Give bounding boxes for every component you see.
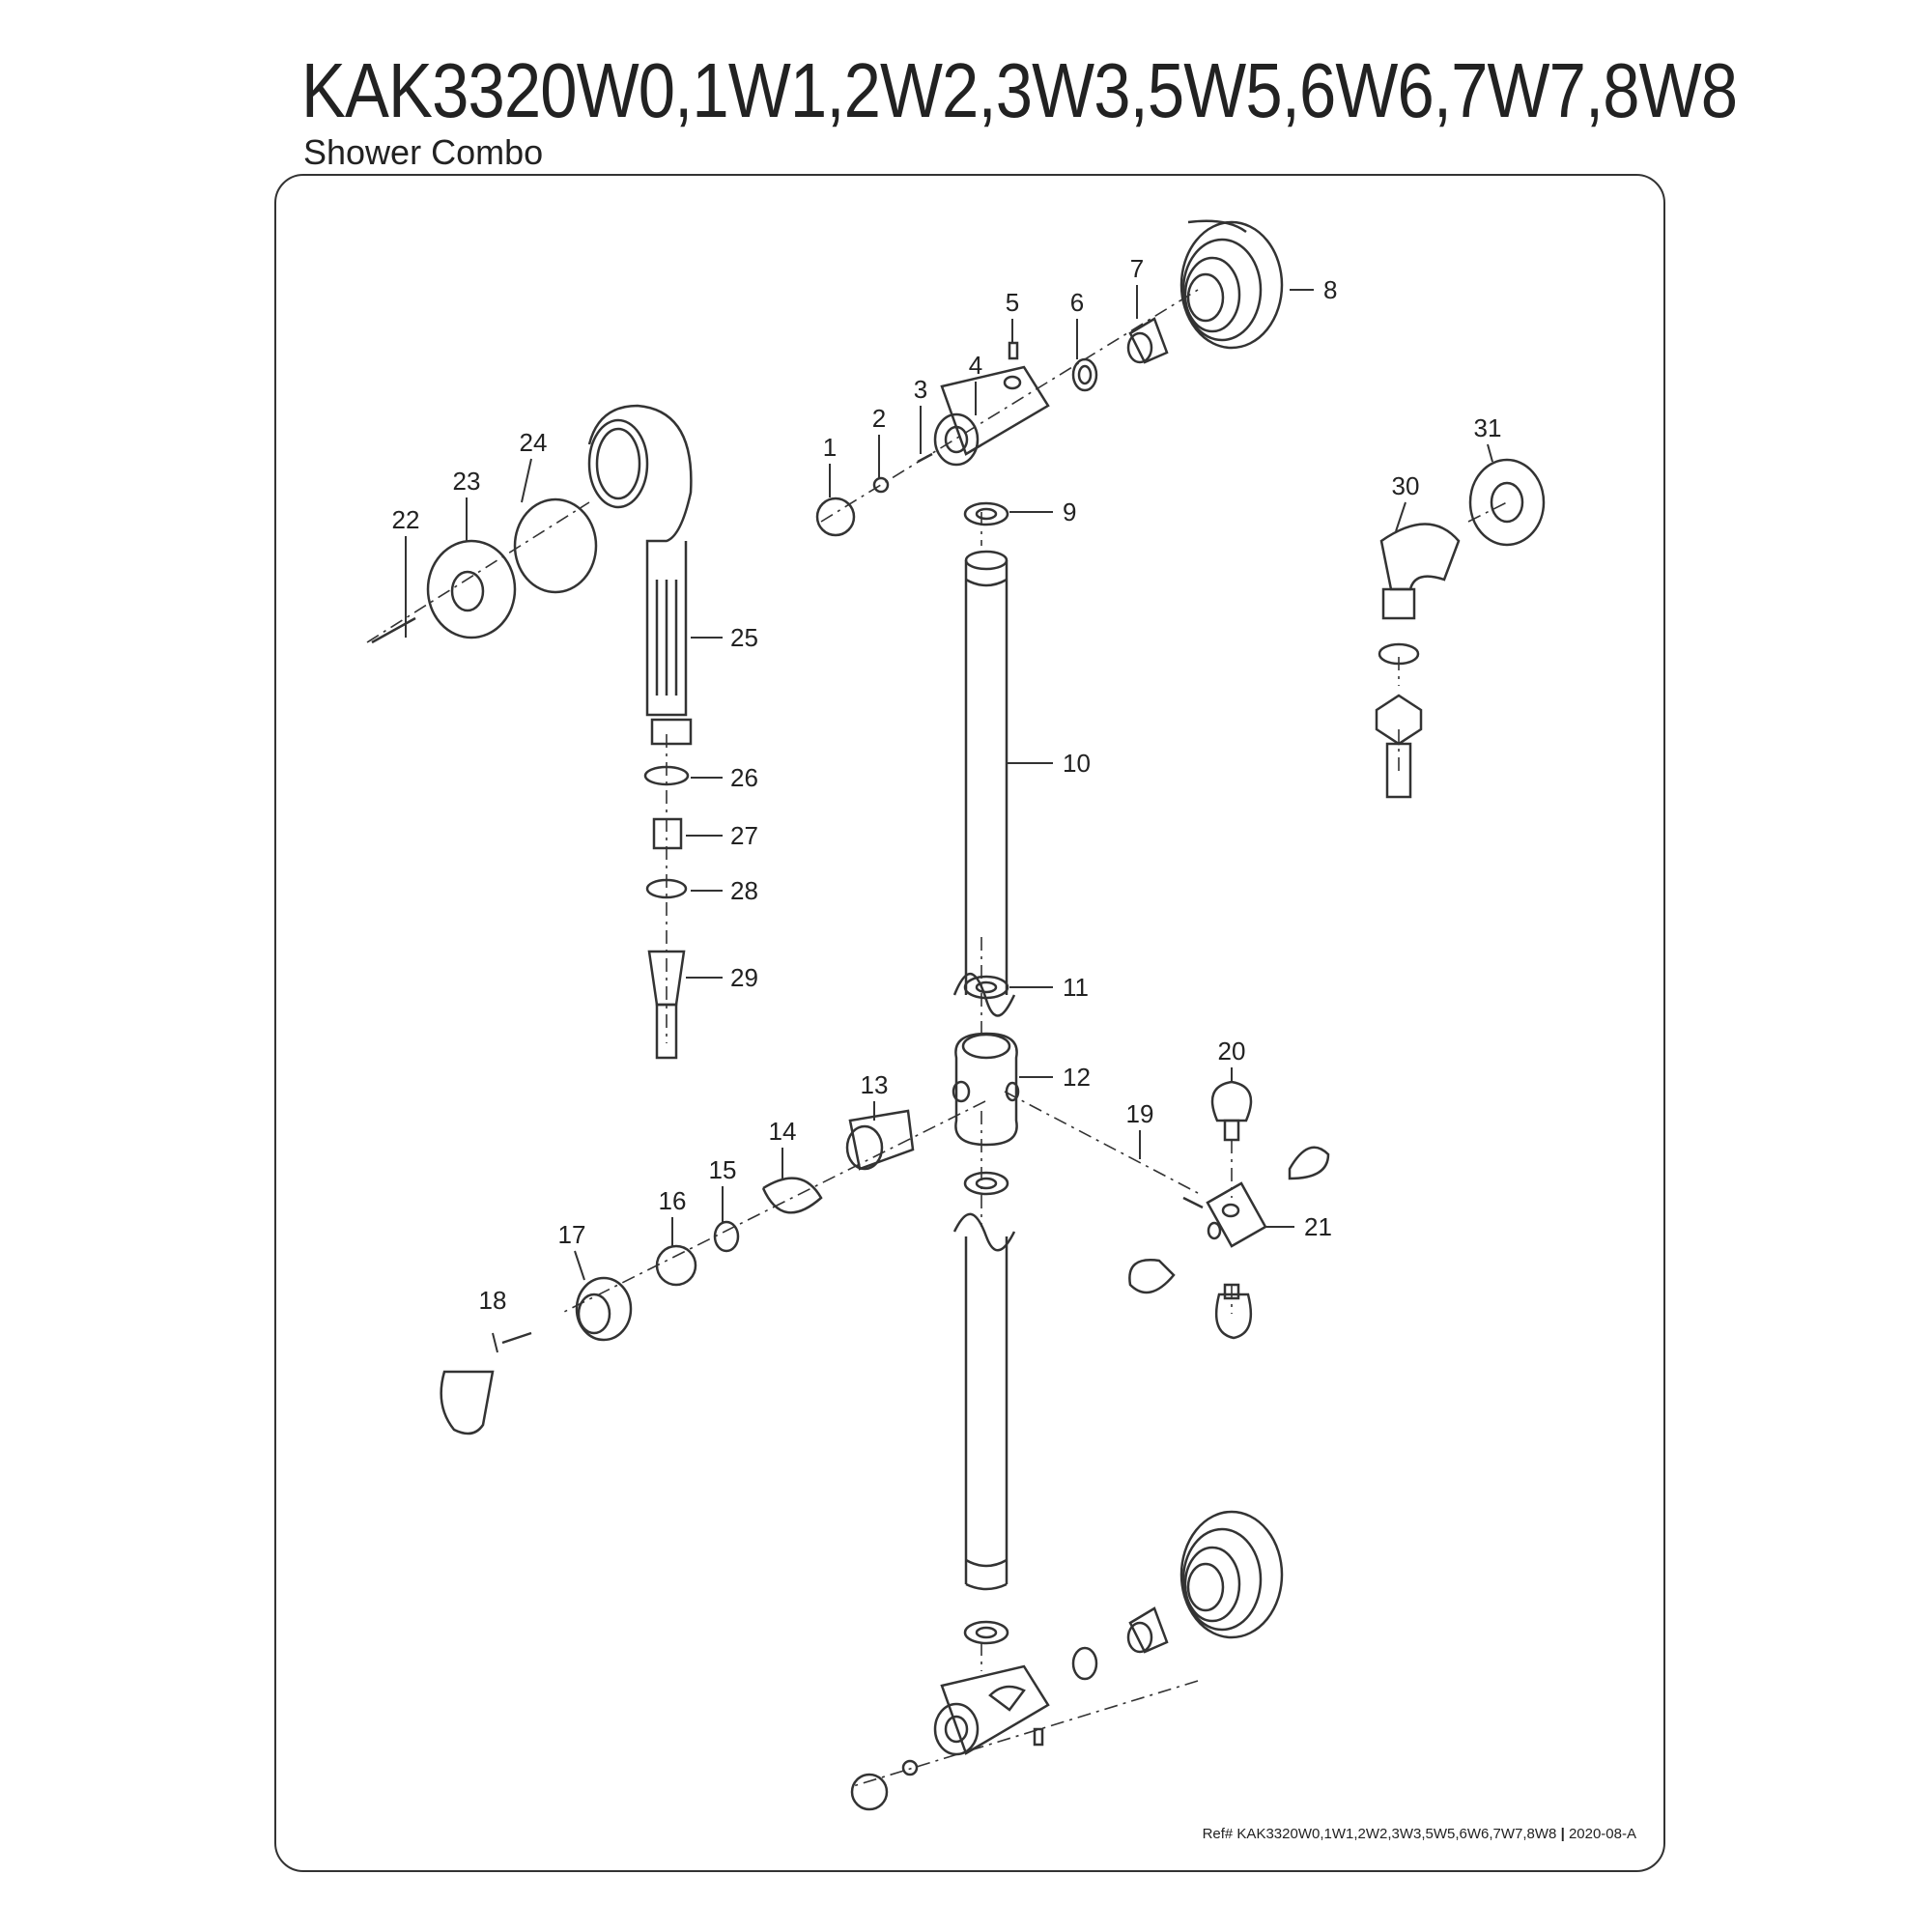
diagram-frame: [274, 174, 1665, 1872]
callout-25: 25: [730, 623, 758, 652]
shower-head: [371, 404, 693, 1060]
callout-24: 24: [520, 428, 548, 457]
callout-3: 3: [914, 375, 927, 404]
callout-8: 8: [1323, 275, 1337, 304]
callout-14: 14: [769, 1117, 797, 1146]
callout-26: 26: [730, 763, 758, 792]
slider-parts: [440, 1109, 915, 1435]
small-parts-bottom: [850, 1171, 1169, 1811]
callout-12: 12: [1063, 1063, 1091, 1092]
axis-lines: [366, 289, 1508, 1788]
callout-28: 28: [730, 876, 758, 905]
pipe-upper: [952, 550, 1016, 1017]
pipe-lower: [952, 1212, 1016, 1591]
callout-30: 30: [1392, 471, 1420, 500]
callout-1: 1: [823, 433, 837, 462]
callout-13: 13: [861, 1070, 889, 1099]
callout-19: 19: [1126, 1099, 1154, 1128]
wall-flange-bottom: [1179, 1510, 1284, 1639]
callout-5: 5: [1006, 288, 1019, 317]
callout-4: 4: [969, 351, 982, 380]
callout-9: 9: [1063, 497, 1076, 526]
callout-2: 2: [872, 404, 886, 433]
revision-code: 2020-08-A: [1568, 1826, 1636, 1842]
callout-22: 22: [392, 505, 420, 534]
callout-27: 27: [730, 821, 758, 850]
handle-21: [1128, 1080, 1330, 1340]
callout-23: 23: [453, 467, 481, 496]
bracket-bottom: [933, 1664, 1050, 1756]
reference-separator: |: [1560, 1826, 1565, 1842]
callout-15: 15: [709, 1155, 737, 1184]
reference-number: Ref# KAK3320W0,1W1,2W2,3W3,5W5,6W6,7W7,8…: [1202, 1826, 1557, 1842]
callout-labels: 1 2 3 4 5 6 7 8 9 10 11 12 13 14 15 16 1…: [392, 254, 1502, 1315]
leader-lines: [405, 285, 1493, 1353]
reference-footer: Ref# KAK3320W0,1W1,2W2,3W3,5W5,6W6,7W7,8…: [1203, 1826, 1636, 1842]
callout-11: 11: [1063, 973, 1089, 1002]
callout-18: 18: [479, 1286, 507, 1315]
callout-17: 17: [558, 1220, 586, 1249]
callout-21: 21: [1304, 1212, 1332, 1241]
callout-16: 16: [659, 1186, 687, 1215]
callout-31: 31: [1474, 413, 1502, 442]
callout-20: 20: [1218, 1037, 1246, 1065]
diverter-body: [952, 1032, 1020, 1147]
bracket-top: [933, 341, 1050, 467]
small-parts-top: [815, 317, 1169, 1000]
callout-29: 29: [730, 963, 758, 992]
callout-7: 7: [1130, 254, 1144, 283]
page-subtitle: Shower Combo: [303, 132, 544, 172]
elbow-30: [1375, 458, 1546, 799]
page-title: KAK3320W0,1W1,2W2,3W3,5W5,6W6,7W7,8W8: [301, 47, 1738, 133]
callout-6: 6: [1070, 288, 1084, 317]
wall-flange-top: [1179, 219, 1284, 350]
callout-10: 10: [1063, 749, 1091, 778]
